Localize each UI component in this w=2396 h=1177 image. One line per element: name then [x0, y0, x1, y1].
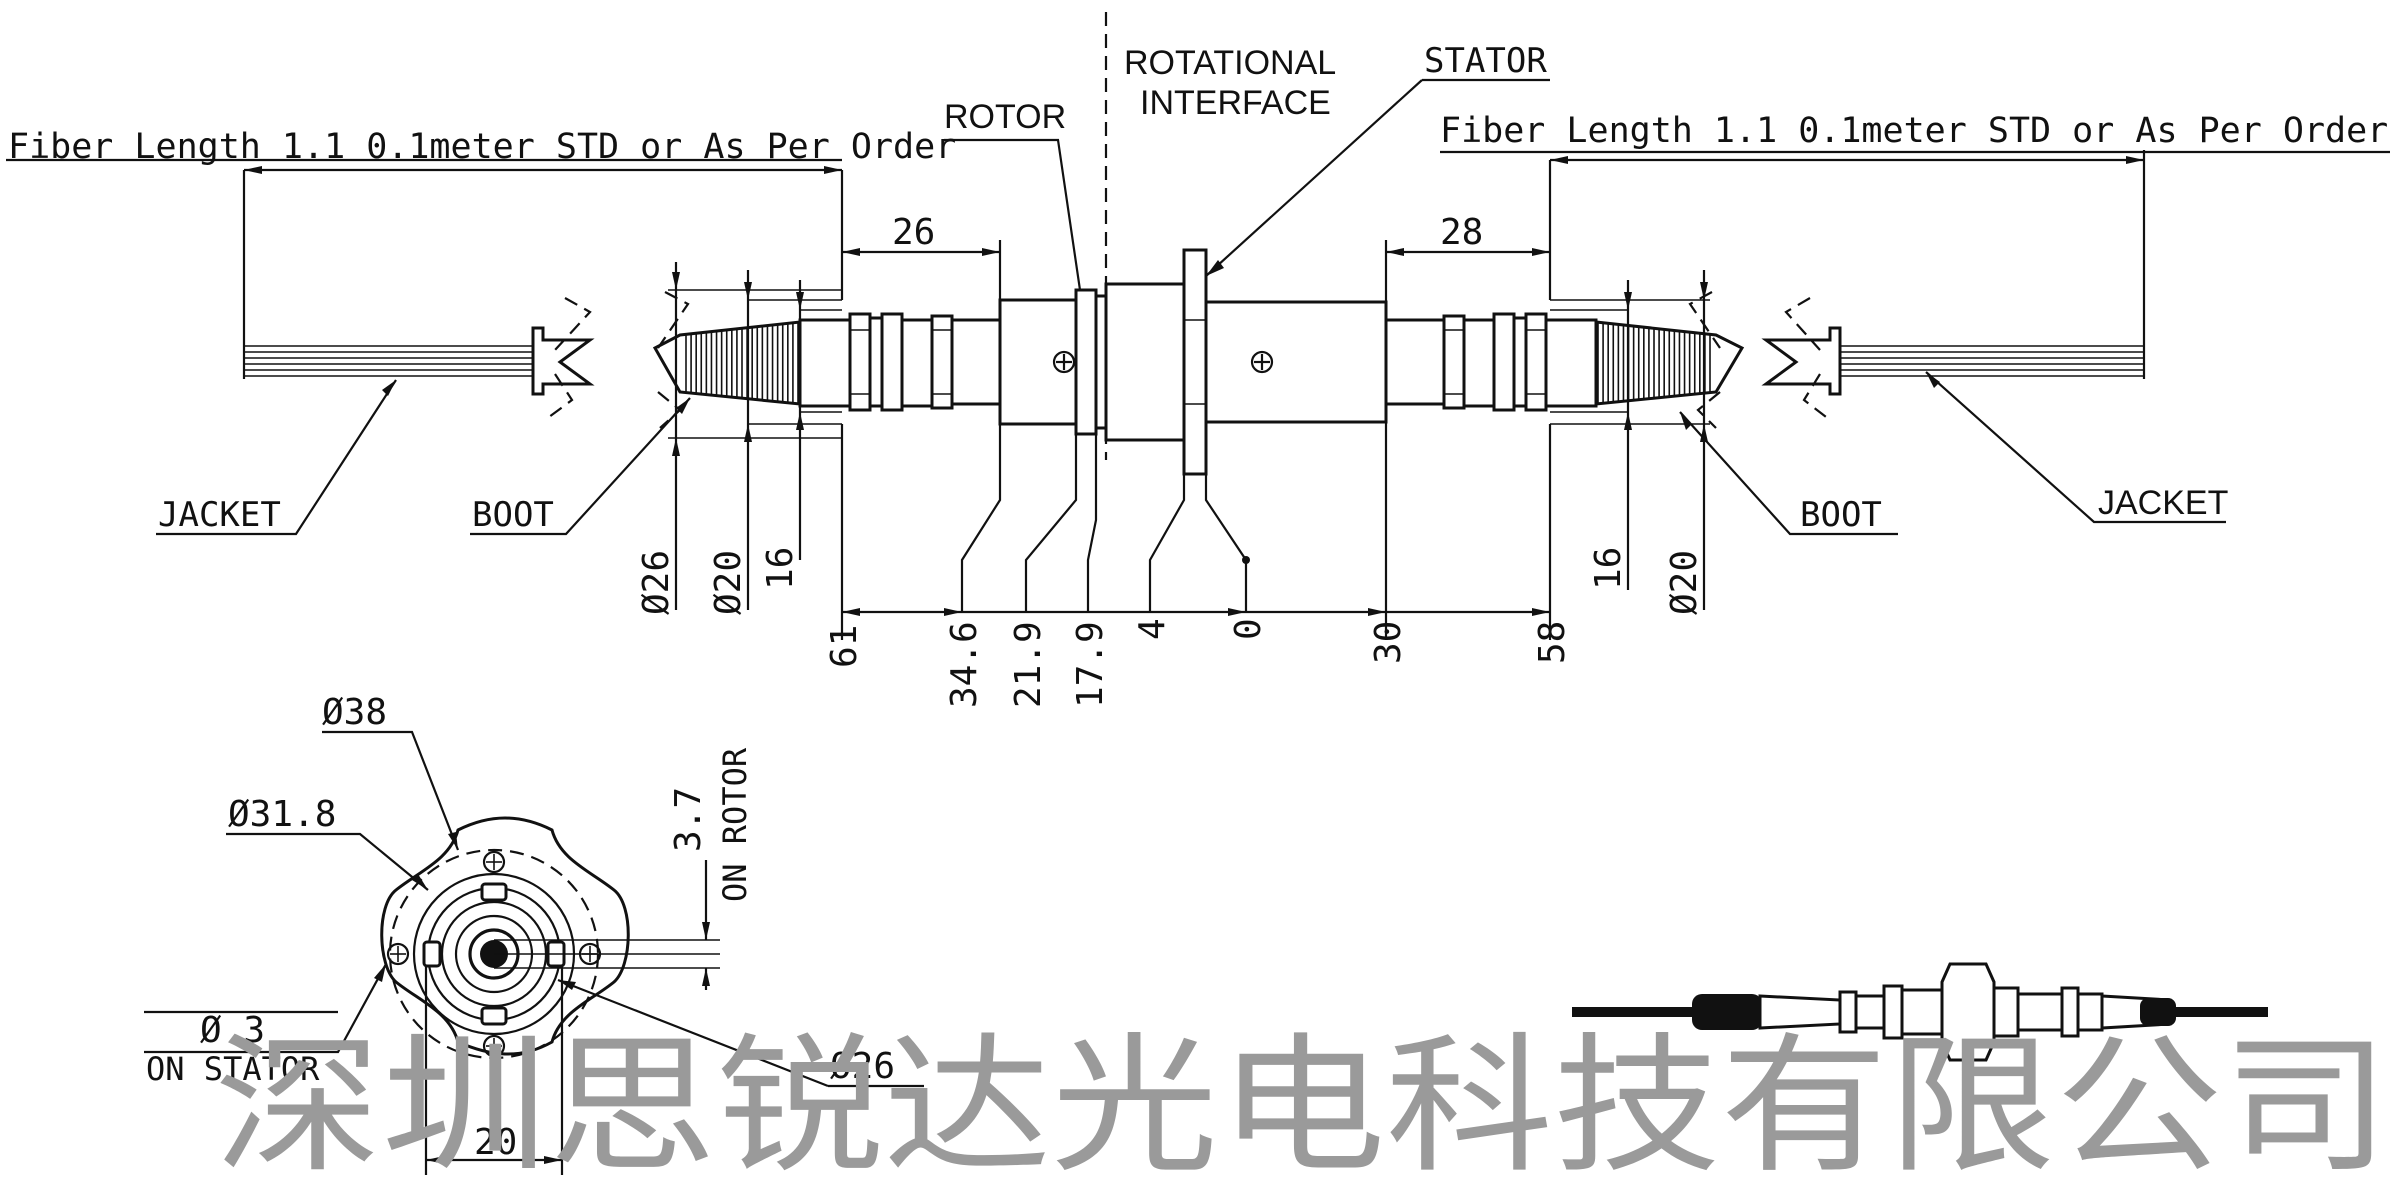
dim-3-7: 3.7: [668, 787, 709, 852]
boot-left-label: BOOT: [472, 495, 554, 535]
dim-dia-26-end: Ø26: [830, 1046, 895, 1087]
jacket-right-label: JACKET: [2098, 484, 2228, 522]
dim-dia-20-right: Ø20: [1664, 550, 1705, 615]
on-stator-label: ON STATOR: [146, 1050, 320, 1088]
rotor-body: [998, 288, 1108, 436]
dim-16-right: 16: [1588, 547, 1629, 590]
dim-20-width: 20: [474, 1122, 517, 1163]
company-watermark: 深圳思锐达光电科技有限公司: [214, 1020, 2390, 1177]
rotational-interface-label-line1: ROTATIONAL: [1124, 44, 1336, 82]
fiber-length-dimensions: [6, 150, 2390, 343]
fiber-length-right-label: Fiber Length 1.1 0.1meter STD or As Per …: [1440, 111, 2388, 151]
dim-dia-20-left: Ø20: [708, 550, 749, 615]
dim-dia-3: Ø 3: [200, 1010, 265, 1051]
product-illustration: [1572, 962, 2268, 1062]
right-connector: [1384, 312, 1598, 412]
station-61: 61: [824, 625, 865, 668]
callout-leaders: [156, 78, 2226, 536]
dim-26-top: 26: [892, 212, 935, 253]
station-58: 58: [1532, 621, 1573, 664]
station-21-9: 21.9: [1008, 621, 1049, 708]
end-view: Ø38 Ø31.8 Ø 3 ON STATOR 3.7 ON ROTOR Ø26…: [144, 692, 924, 1175]
left-connector: [798, 312, 1002, 412]
rotor-label: ROTOR: [944, 98, 1066, 136]
dim-dia-26-left: Ø26: [636, 550, 677, 615]
station-30: 30: [1368, 621, 1409, 664]
top-length-dimensions: [842, 240, 1550, 302]
station-4: 4: [1132, 618, 1173, 640]
stator-label: STATOR: [1424, 41, 1547, 81]
dim-28-top: 28: [1440, 212, 1483, 253]
right-boot: [1594, 291, 1745, 429]
stator-body: [1104, 248, 1388, 476]
station-17-9: 17.9: [1070, 621, 1111, 708]
side-view: Fiber Length 1.1 0.1meter STD or As Per …: [6, 12, 2390, 708]
dim-dia-31-8: Ø31.8: [228, 794, 336, 835]
boot-right-label: BOOT: [1800, 495, 1882, 535]
station-34-6: 34.6: [944, 621, 985, 708]
right-diameter-extensions: [1550, 270, 1710, 610]
jacket-left-label: JACKET: [158, 495, 281, 535]
on-rotor-label: ON ROTOR: [716, 747, 754, 902]
right-fiber-cable: [1761, 297, 2146, 421]
station-0: 0: [1228, 618, 1269, 640]
station-dimensions: [840, 422, 1552, 640]
fiber-length-left-label: Fiber Length 1.1 0.1meter STD or As Per …: [8, 127, 956, 167]
rotational-interface-label-line2: INTERFACE: [1140, 84, 1331, 122]
dim-16-left: 16: [760, 547, 801, 590]
left-fiber-cable: [242, 297, 595, 421]
left-diameter-extensions: [668, 262, 842, 610]
dim-dia-38: Ø38: [322, 692, 387, 733]
